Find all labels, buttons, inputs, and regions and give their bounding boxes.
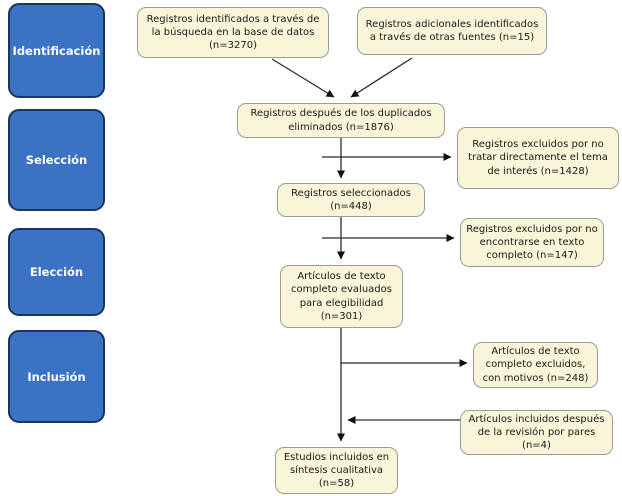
stage-identification: Identificación — [8, 3, 105, 98]
node-text: Registros seleccionados (n=448) — [291, 187, 411, 212]
node-text: Registros adicionales identificados a tr… — [365, 18, 539, 43]
arrow-other-sources-to-dedup — [350, 57, 413, 98]
node-excluded-topic: Registros excluidos por no tratar direct… — [457, 127, 619, 189]
stage-label: Identificación — [12, 43, 101, 58]
node-fulltext-excluded: Artículos de texto completo excluidos, c… — [473, 342, 598, 388]
stage-label: Elección — [29, 265, 84, 279]
node-text: Estudios incluidos en síntesis cualitati… — [283, 451, 390, 490]
stage-screening: Selección — [8, 109, 105, 211]
stage-label: Inclusión — [27, 369, 86, 384]
node-text: Registros después de los duplicados elim… — [250, 108, 432, 133]
stage-eligibility: Elección — [8, 228, 105, 316]
node-records-other-sources: Registros adicionales identificados a tr… — [357, 7, 547, 55]
node-text: Registros excluidos por no tratar direct… — [468, 139, 608, 177]
stage-label: Selección — [25, 153, 88, 167]
node-fulltext-assessed: Artículos de texto completo evaluados pa… — [280, 265, 403, 328]
node-text: Artículos incluidos después de la revisi… — [468, 413, 605, 452]
stage-inclusion: Inclusión — [8, 330, 105, 423]
node-text: Registros identificados a través de la b… — [146, 13, 320, 52]
node-text: Artículos de texto completo evaluados pa… — [291, 271, 392, 322]
node-records-selected: Registros seleccionados (n=448) — [277, 183, 425, 217]
node-excluded-no-fulltext: Registros excluidos por no encontrarse e… — [460, 218, 604, 267]
node-after-duplicates: Registros después de los duplicados elim… — [237, 103, 445, 138]
arrow-database-to-dedup — [271, 58, 335, 98]
node-text: Registros excluidos por no encontrarse e… — [466, 223, 598, 262]
node-text: Artículos de texto completo excluidos, c… — [482, 346, 589, 384]
node-records-database: Registros identificados a través de la b… — [137, 7, 329, 58]
node-qualitative-synthesis: Estudios incluidos en síntesis cualitati… — [275, 447, 398, 494]
node-included-peer-review: Artículos incluidos después de la revisi… — [460, 410, 613, 455]
